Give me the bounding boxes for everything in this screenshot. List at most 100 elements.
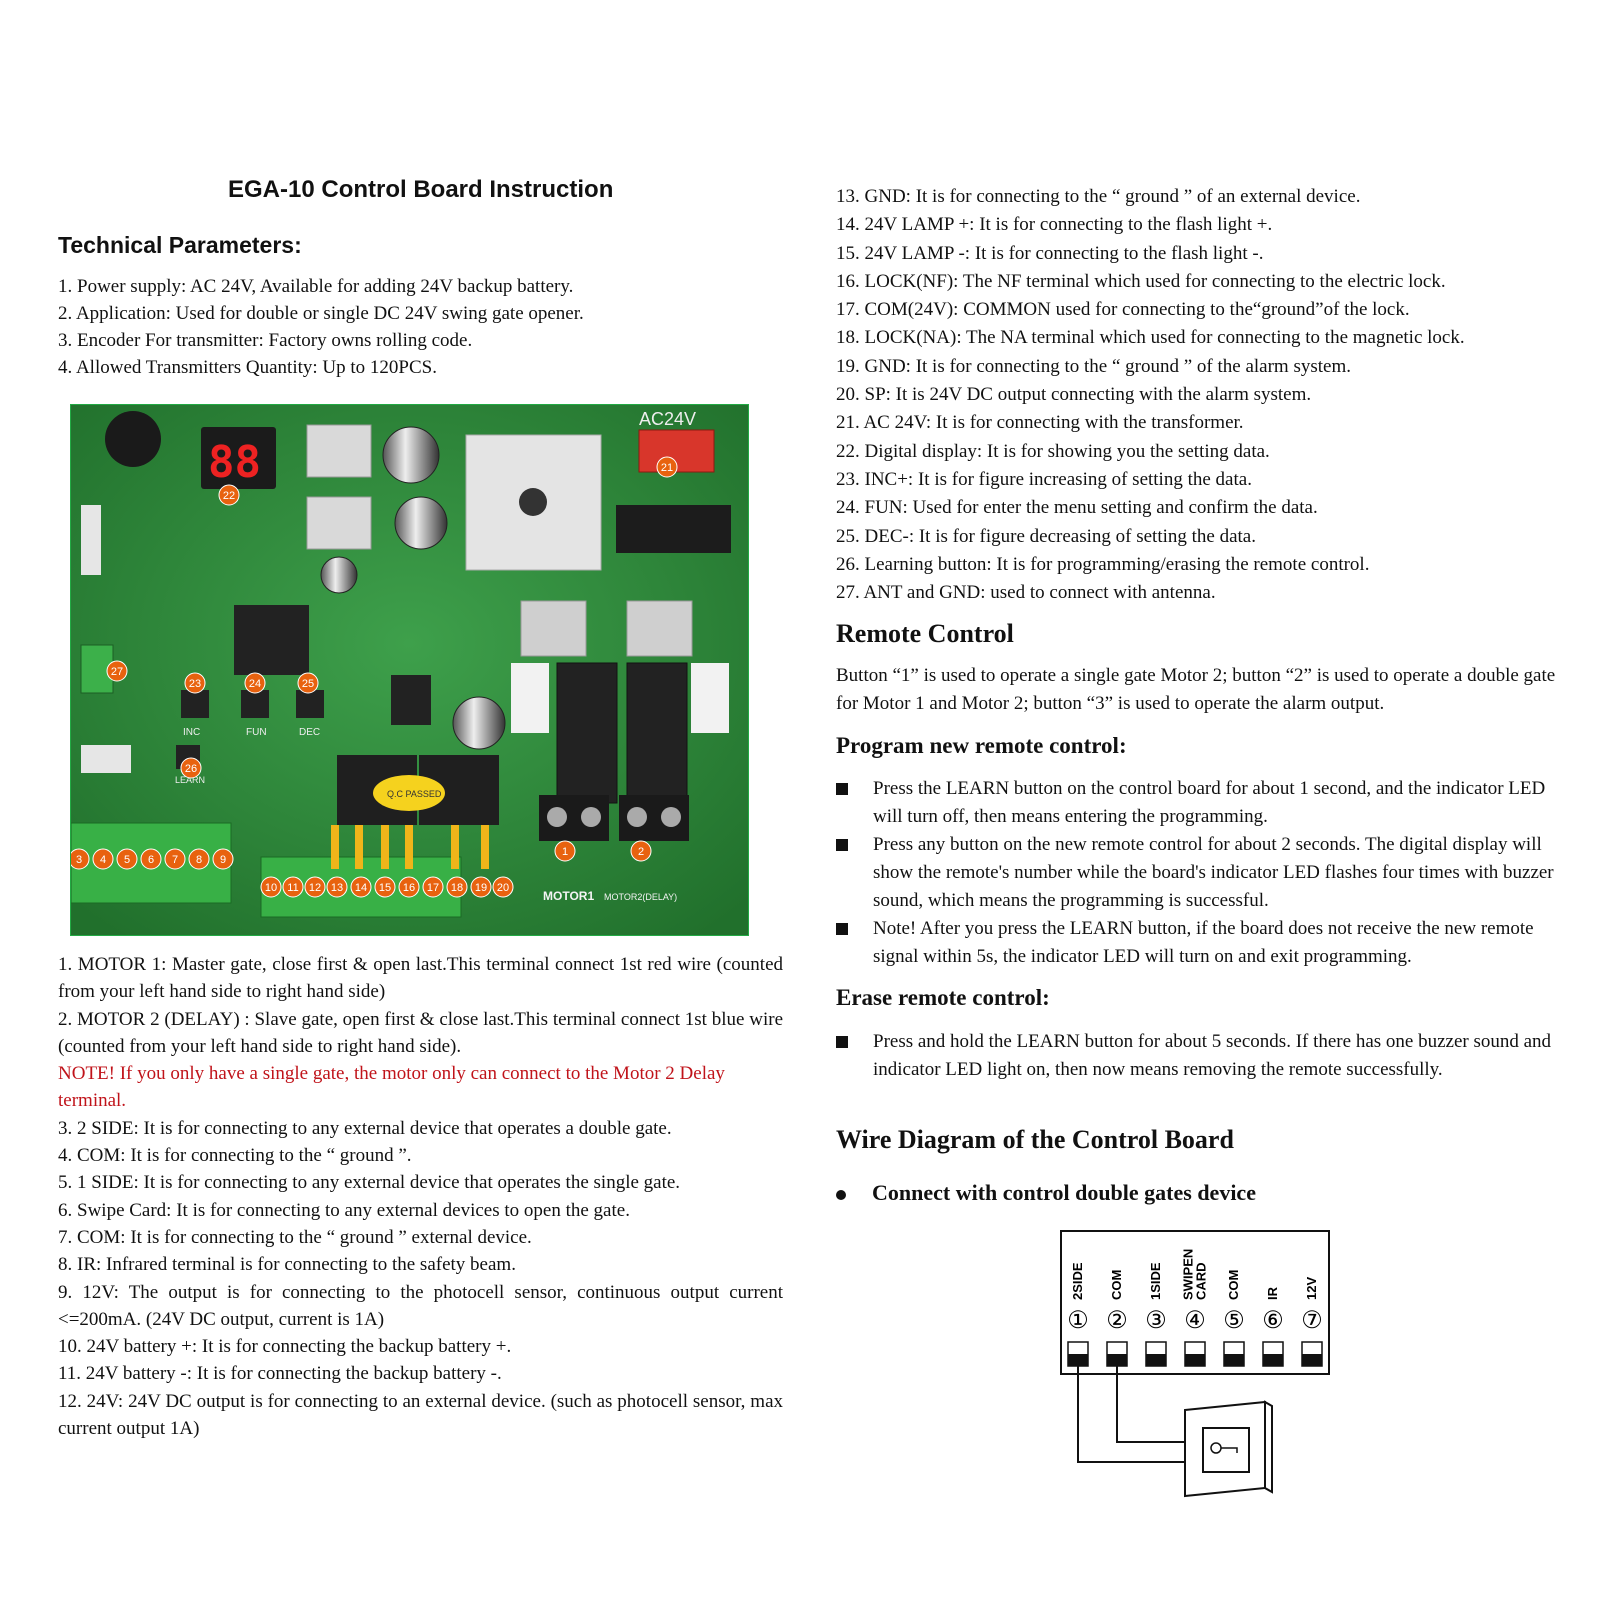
terminal-label: COM [1109,1270,1124,1300]
program-step: Note! After you press the LEARN button, … [836,915,1566,971]
erase-steps-list: Press and hold the LEARN button for abou… [836,1028,1566,1084]
marker-12 [304,876,326,898]
marker-label: 7 [172,854,178,866]
terminal-screw [1185,1354,1205,1366]
marker-22 [218,484,240,506]
control-board-image: 88 AC24V Q.C PASSED MOTOR1 MOTOR2(DELAY)… [70,404,749,936]
marker-19 [470,876,492,898]
svg-text:FUN: FUN [246,727,267,738]
digital-display [201,427,276,489]
terminal-item: 14. 24V LAMP +: It is for connecting to … [836,214,1273,236]
bullet-dot [836,1189,846,1200]
tech-item: 3. Encoder For transmitter: Factory owns… [58,330,473,351]
double-gates-bullet: Connect with control double gates device [836,1180,1256,1206]
terminal-item: 27. ANT and GND: used to connect with an… [836,582,1216,604]
marker-5 [116,848,138,870]
terminal-screw [1263,1354,1283,1366]
erase-step: Press and hold the LEARN button for abou… [836,1028,1566,1084]
marker-14 [350,876,372,898]
tech-item: 1. Power supply: AC 24V, Available for a… [58,276,574,297]
marker-16 [398,876,420,898]
program-step: Press the LEARN button on the control bo… [836,775,1566,831]
marker-label: 27 [111,666,123,678]
ac24v-label: AC24V [639,409,696,429]
remote-control-text: Button “1” is used to operate a single g… [836,665,1556,714]
marker-label: 10 [265,882,277,894]
svg-text:INC: INC [183,727,200,738]
terminal-label: IR [1265,1286,1280,1300]
marker-label: 5 [124,854,130,866]
program-steps-list: Press the LEARN button on the control bo… [836,775,1566,971]
marker-label: 16 [403,882,415,894]
tech-item: 4. Allowed Transmitters Quantity: Up to … [58,357,437,378]
marker-7 [164,848,186,870]
remote-control-heading: Remote Control [836,619,1014,648]
program-remote-heading: Program new remote control: [836,733,1127,758]
marker-label: 13 [331,882,343,894]
marker-26 [180,757,202,779]
terminal-label: CARD [1194,1262,1209,1300]
terminal-item: 16. LOCK(NF): The NF terminal which used… [836,270,1446,292]
terminal-item: 1. MOTOR 1: Master gate, close first & o… [58,954,783,1003]
marker-label: 17 [427,882,439,894]
marker-label: 4 [100,854,106,866]
terminal-item: 11. 24V battery -: It is for connecting … [58,1363,502,1385]
marker-4 [92,848,114,870]
terminal-screw [1224,1354,1244,1366]
terminal-label: 2SIDE [1070,1262,1085,1300]
marker-label: 20 [497,882,509,894]
technical-parameters-heading: Technical Parameters: [58,232,302,258]
terminal-label: 1SIDE [1148,1262,1163,1300]
marker-8 [188,848,210,870]
terminal-screw [1107,1354,1127,1366]
terminal-description-list-continued: 13. GND: It is for connecting to the “ g… [836,183,1465,607]
svg-text:MOTOR2(DELAY): MOTOR2(DELAY) [604,892,677,902]
terminal-item: 5. 1 SIDE: It is for connecting to any e… [58,1172,681,1194]
terminal-screw [1146,1354,1166,1366]
terminal-number: ② [1106,1307,1128,1334]
marker-label: 8 [196,854,202,866]
terminal-item: 9. 12V: The output is for connecting to … [58,1281,783,1330]
marker-label: 6 [148,854,154,866]
terminal-item: 25. DEC-: It is for figure decreasing of… [836,525,1256,547]
marker-1 [554,840,576,862]
marker-label: 12 [309,882,321,894]
marker-label: 23 [189,678,201,690]
marker-20 [492,876,514,898]
page-title: EGA-10 Control Board Instruction [228,176,614,203]
erase-remote-heading: Erase remote control: [836,985,1050,1010]
buzzer [105,411,161,467]
marker-label: 24 [249,678,261,690]
marker-15 [374,876,396,898]
terminal-number: ① [1067,1307,1089,1334]
terminal-number: ③ [1145,1307,1167,1334]
terminal-item: 23. INC+: It is for figure increasing of… [836,468,1252,490]
marker-label: 3 [76,854,82,866]
terminal-item: 18. LOCK(NA): The NA terminal which used… [836,327,1465,349]
marker-label: 19 [475,882,487,894]
single-gate-note: NOTE! If you only have a single gate, th… [58,1063,725,1112]
marker-label: 2 [638,846,644,858]
marker-label: 26 [185,763,197,775]
marker-label: 18 [451,882,463,894]
svg-text:Q.C PASSED: Q.C PASSED [387,789,442,799]
terminal-item: 22. Digital display: It is for showing y… [836,440,1270,462]
terminal-item: 6. Swipe Card: It is for connecting to a… [58,1199,630,1221]
tech-item: 2. Application: Used for double or singl… [58,303,584,324]
marker-label: 14 [355,882,367,894]
terminal-item: 12. 24V: 24V DC output is for connecting… [58,1390,783,1440]
marker-3 [71,848,90,870]
terminal-item: 2. MOTOR 2 (DELAY) : Slave gate, open fi… [58,1008,783,1057]
marker-label: 25 [302,678,314,690]
marker-25 [297,672,319,694]
terminal-number: ⑥ [1262,1307,1284,1334]
terminal-item: 21. AC 24V: It is for connecting with th… [836,412,1244,434]
marker-10 [260,876,282,898]
terminal-item: 4. COM: It is for connecting to the “ gr… [58,1145,412,1167]
technical-parameters-list: 1. Power supply: AC 24V, Available for a… [58,273,584,381]
terminal-number: ⑦ [1301,1307,1323,1334]
terminal-item: 10. 24V battery +: It is for connecting … [58,1336,512,1358]
marker-6 [140,848,162,870]
terminal-description-list: 1. MOTOR 1: Master gate, close first & o… [58,951,783,1442]
